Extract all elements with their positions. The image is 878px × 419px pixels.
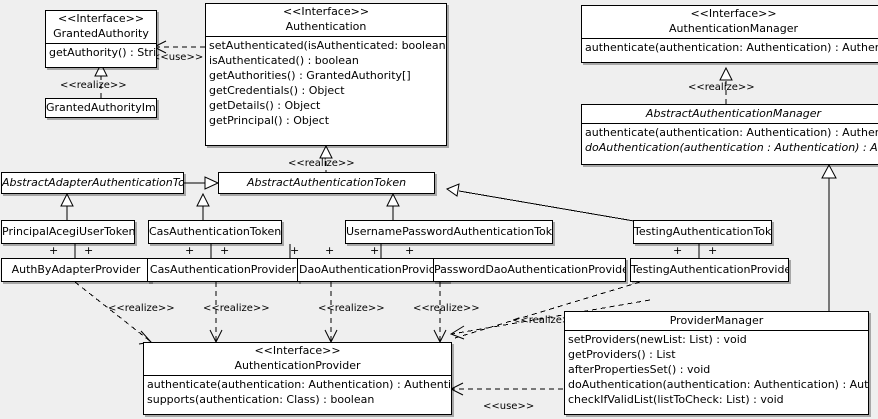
class-members-provider-manager: setProviders(newList: List) : void getPr… [565,331,868,408]
class-members-granted-authority: getAuthority() : String [46,44,156,61]
member-row: setProviders(newList: List) : void [568,333,747,346]
class-abstract-authentication-token[interactable]: AbstractAuthenticationToken [218,172,435,194]
member-row: doAuthentication(authentication : Authen… [585,141,878,154]
stereotype-label: <<Interface>> [690,7,777,20]
member-row: setAuthenticated(isAuthenticated: boolea… [209,39,446,52]
member-row: isAuthenticated() : boolean [209,54,359,67]
role-marker-plus: + [370,244,380,257]
stereotype-label: <<Interface>> [254,344,341,357]
edge-label-realize-daoprovider: <<realize>> [318,303,385,314]
role-marker-plus: + [84,244,94,257]
class-members-authentication-manager: authenticate(authentication: Authenticat… [582,39,878,56]
member-row: getAuthority() : String [49,46,156,59]
class-cas-authentication-provider[interactable]: CasAuthenticationProvider [147,258,299,282]
member-row: getDetails() : Object [209,99,321,112]
role-marker-plus: + [185,244,195,257]
member-row: checkIfValidList(listToCheck: List) : vo… [568,393,784,406]
edge-testingauthenticationtoken-extends-abstracttoken [458,190,635,222]
class-name-label: GrantedAuthority [53,27,149,40]
class-auth-by-adapter-provider[interactable]: AuthByAdapterProvider [1,258,151,282]
edge-label-realize-abstractauthenticationtoken: <<realize>> [288,158,355,169]
member-row: authenticate(authentication: Authenticat… [585,126,878,139]
member-row: authenticate(authentication: Authenticat… [585,41,878,54]
member-row: getProviders() : List [568,348,676,361]
edge-label-realize-grantedauthorityimpl: <<realize>> [60,80,127,91]
edge-label-realize-abstractauthenticationmanager: <<realize>> [688,82,755,93]
class-principal-acegi-user-token[interactable]: PrincipalAcegiUserToken [1,220,135,244]
class-authentication-provider[interactable]: <<Interface>> AuthenticationProvider aut… [143,342,452,415]
class-name-label: AuthenticationManager [669,22,798,35]
class-username-password-authentication-token[interactable]: UsernamePasswordAuthenticationToken [345,220,553,244]
member-row: getPrincipal() : Object [209,114,330,127]
class-header-authentication: <<Interface>> Authentication [206,4,446,37]
member-row: doAuthentication(authentication: Authent… [568,378,868,391]
role-marker-plus: + [405,244,415,257]
class-granted-authority[interactable]: <<Interface>> GrantedAuthority getAuthor… [45,10,157,68]
class-cas-authentication-token[interactable]: CasAuthenticationToken [148,220,282,244]
edge-label-use-grantedauthority: <<use>> [152,52,204,63]
class-name-label: AbstractAuthenticationManager [645,107,822,120]
class-name-label: ProviderManager [669,314,764,327]
class-granted-authority-impl[interactable]: GrantedAuthorityImpl [45,98,157,118]
class-header-granted-authority: <<Interface>> GrantedAuthority [46,11,156,44]
class-header-abstract-authentication-manager: AbstractAuthenticationManager [582,105,878,124]
class-members-authentication-provider: authenticate(authentication: Authenticat… [144,376,451,408]
role-marker-plus: + [290,244,300,257]
class-testing-authentication-provider[interactable]: TestingAuthenticationProvider [630,258,789,282]
edge-label-realize-authbyadapter: <<realize>> [108,303,175,314]
class-abstract-adapter-authentication-token[interactable]: AbstractAdapterAuthenticationToken [1,172,184,194]
role-marker-plus: + [673,244,683,257]
class-provider-manager[interactable]: ProviderManager setProviders(newList: Li… [564,311,869,415]
class-members-abstract-authentication-manager: authenticate(authentication: Authenticat… [582,124,878,156]
role-marker-plus: + [325,244,335,257]
class-name-label: Authentication [285,20,367,33]
class-members-authentication: setAuthenticated(isAuthenticated: boolea… [206,37,446,129]
class-abstract-authentication-manager[interactable]: AbstractAuthenticationManager authentica… [581,104,878,165]
class-authentication[interactable]: <<Interface>> Authentication setAuthenti… [205,3,447,146]
class-name-label: AuthenticationProvider [234,359,361,372]
stereotype-label: <<Interface>> [282,5,370,18]
edge-label-use-providermanager: <<use>> [483,401,535,412]
class-header-authentication-provider: <<Interface>> AuthenticationProvider [144,343,451,376]
member-row: getAuthorities() : GrantedAuthority[] [209,69,411,82]
edge-label-realize-casprovider: <<realize>> [203,303,270,314]
class-password-dao-authentication-provider[interactable]: PasswordDaoAuthenticationProvider [433,258,626,282]
member-row: authenticate(authentication: Authenticat… [147,378,451,391]
role-marker-plus: + [708,244,718,257]
edge-label-realize-passworddaoprovider: <<realize>> [413,303,480,314]
class-authentication-manager[interactable]: <<Interface>> AuthenticationManager auth… [581,5,878,63]
member-row: supports(authentication: Class) : boolea… [147,393,375,406]
member-row: getCredentials() : Object [209,84,345,97]
role-marker-plus: + [220,244,230,257]
class-testing-authentication-token[interactable]: TestingAuthenticationToken [633,220,772,244]
role-marker-plus: + [49,244,59,257]
class-dao-authentication-provider[interactable]: DaoAuthenticationProvider [297,258,449,282]
class-header-provider-manager: ProviderManager [565,312,868,331]
class-header-authentication-manager: <<Interface>> AuthenticationManager [582,6,878,39]
member-row: afterPropertiesSet() : void [568,363,711,376]
stereotype-label: <<Interface>> [57,12,145,25]
